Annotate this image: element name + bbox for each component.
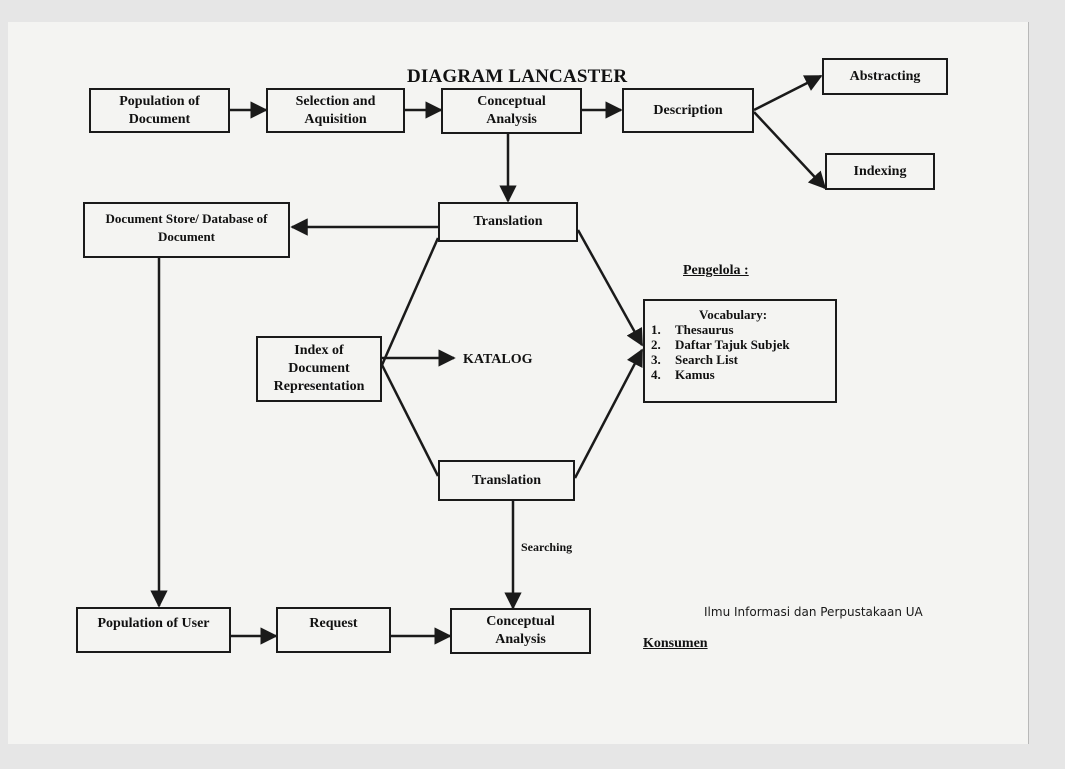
vocabulary-item: 4. Kamus	[651, 367, 790, 382]
arrow-translation-top-to-vocab	[576, 229, 644, 347]
label-searching: Searching	[521, 540, 573, 554]
node-abstracting: Abstracting	[822, 58, 948, 95]
node-label: Index of Document Representation	[273, 343, 365, 394]
diagram-title: DIAGRAM LANCASTER	[407, 66, 628, 87]
vocabulary-item: 2. Daftar Tajuk Subjek	[651, 337, 790, 352]
vocabulary-title: Vocabulary:	[699, 307, 768, 322]
credit-text: Ilmu Informasi dan Perpustakaan UA	[704, 605, 923, 619]
item-number: 1.	[651, 322, 661, 337]
item-label: Thesaurus	[675, 322, 734, 337]
node-label: Conceptual Analysis	[486, 614, 555, 647]
arrow-description-to-abstracting	[753, 74, 823, 112]
node-conceptual-analysis-bottom: Conceptual Analysis	[450, 608, 591, 654]
vocabulary-box: Vocabulary: 1. Thesaurus 2. Daftar Tajuk S…	[643, 299, 837, 403]
node-label: Population of Document	[119, 93, 200, 127]
line-index-to-translation-bottom	[380, 364, 440, 477]
arrow-translation-bottom-to-vocab	[573, 348, 644, 479]
node-population-of-document: Population of Document	[89, 88, 230, 133]
node-translation-bottom: Translation	[438, 460, 575, 501]
line-translation-top-to-index	[380, 237, 440, 366]
node-label: Document Store/ Database of Document	[105, 211, 268, 244]
item-number: 4.	[651, 367, 661, 382]
node-label: Indexing	[853, 163, 907, 179]
vocabulary-list: 1. Thesaurus 2. Daftar Tajuk Subjek 3. Sear…	[651, 322, 790, 382]
item-label: Daftar Tajuk Subjek	[675, 337, 790, 352]
vocabulary-item: 1. Thesaurus	[651, 322, 790, 337]
vocabulary-item: 3. Search List	[651, 352, 790, 367]
item-number: 3.	[651, 352, 661, 367]
node-selection-and-aquisition: Selection and Aquisition	[266, 88, 405, 133]
node-conceptual-analysis-top: Conceptual Analysis	[441, 88, 582, 134]
label-katalog: KATALOG	[463, 352, 533, 367]
node-label: Population of User	[97, 616, 210, 631]
label-konsumen: Konsumen	[643, 636, 708, 651]
node-label: Request	[309, 616, 358, 631]
node-document-store: Document Store/ Database of Document	[83, 202, 290, 258]
node-label: Translation	[472, 472, 541, 488]
arrow-description-to-indexing	[753, 111, 827, 190]
node-indexing: Indexing	[825, 153, 935, 190]
item-number: 2.	[651, 337, 661, 352]
node-label: Selection and Aquisition	[295, 93, 376, 127]
node-index-of-document-representation: Index of Document Representation	[256, 336, 382, 402]
node-label: Conceptual Analysis	[477, 94, 546, 127]
node-request: Request	[276, 607, 391, 653]
node-label: Description	[653, 102, 723, 118]
node-translation-top: Translation	[438, 202, 578, 242]
node-label: Translation	[473, 214, 543, 229]
node-population-of-user: Population of User	[76, 607, 231, 653]
node-label: Abstracting	[849, 68, 921, 84]
item-label: Search List	[675, 352, 738, 367]
node-description: Description	[622, 88, 754, 133]
label-pengelola: Pengelola :	[683, 263, 749, 278]
item-label: Kamus	[675, 367, 715, 382]
